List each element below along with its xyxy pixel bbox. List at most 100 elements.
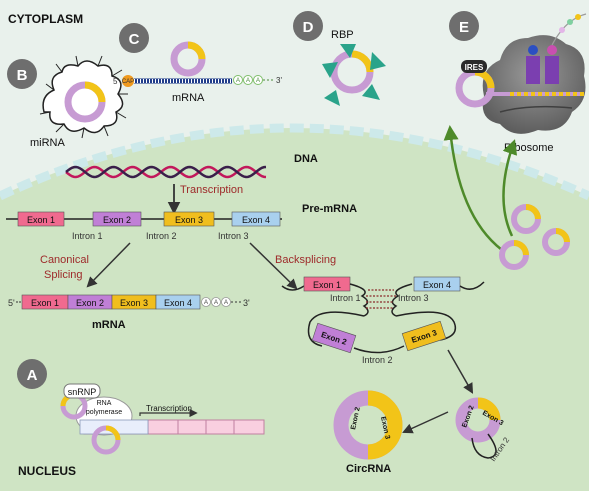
rbp-protein-3 xyxy=(362,84,380,100)
trna-2 xyxy=(545,56,559,84)
mrna-exon-3-label: Exon 3 xyxy=(120,298,148,308)
mrna-a1: A xyxy=(236,78,240,84)
circrna-exon-2-label: Exon 2 xyxy=(350,406,362,430)
mrna-exon-2-label: Exon 2 xyxy=(76,298,104,308)
badge-c-letter: C xyxy=(129,31,140,48)
polymerase-label-1: RNA xyxy=(97,400,112,407)
bs-right-loop xyxy=(395,311,457,341)
polymerase-transcription-label: Transcription xyxy=(146,404,192,413)
peptide-residue-3 xyxy=(575,14,581,20)
dna-label: DNA xyxy=(294,153,318,165)
lariat-intron-loop xyxy=(471,433,497,459)
rbp-label: RBP xyxy=(331,29,354,41)
canonical-3prime: 3' xyxy=(243,298,250,308)
ires-badge xyxy=(461,60,487,73)
canonical-label-2: Splicing xyxy=(44,269,83,281)
polymerase-transcription-arrow xyxy=(139,408,198,418)
canonical-mrna-label: mRNA xyxy=(92,319,126,331)
pre-exon-4-label: Exon 4 xyxy=(242,215,270,225)
pre-exon-3 xyxy=(163,211,215,227)
bs-exon-2: Exon 2 xyxy=(311,322,357,354)
export-circrna-1-exon xyxy=(525,204,541,220)
dna-helix xyxy=(65,165,267,179)
dna-strand-1 xyxy=(65,165,267,179)
bs-complementary-pairing xyxy=(366,289,396,309)
rbp-protein-1 xyxy=(340,44,356,58)
canonical-a3: A xyxy=(224,300,228,306)
rbp-protein-5 xyxy=(322,62,338,78)
pre-exon-2 xyxy=(92,211,142,227)
badge-a: A xyxy=(17,359,47,389)
trna-1 xyxy=(526,56,540,84)
circrna-label: CircRNA xyxy=(346,463,391,475)
pre-intron-2-label: Intron 2 xyxy=(146,231,177,241)
rbp-protein-2 xyxy=(370,52,386,70)
pre-exon-1 xyxy=(17,211,65,227)
cap-label: CAP xyxy=(122,79,134,85)
canonical-5prime: 5' xyxy=(8,298,15,308)
bs-exon-4-label: Exon 4 xyxy=(423,280,451,290)
export-arrow-2 xyxy=(502,139,518,237)
mrna-exon-4 xyxy=(155,294,201,310)
circrna-exon-3-label: Exon 3 xyxy=(379,416,391,440)
circrna-yellow xyxy=(367,390,403,460)
mrna-ring-yellow xyxy=(187,41,206,60)
badge-d-letter: D xyxy=(303,19,314,36)
peptide-residue-2 xyxy=(567,19,573,25)
badge-b: B xyxy=(7,59,37,89)
mirna-complex xyxy=(39,55,128,139)
badge-e: E xyxy=(449,11,479,41)
canonical-a2: A xyxy=(214,300,218,306)
argonaute-protein xyxy=(42,60,124,134)
peptide-residue-1 xyxy=(559,27,565,33)
mrna-exon-1-label: Exon 1 xyxy=(31,298,59,308)
canonical-poly-a: A A A xyxy=(201,297,242,307)
bs-left-loop xyxy=(307,311,365,347)
cytoplasm-label: CYTOPLASM xyxy=(8,12,83,26)
mrna-5prime: 5' xyxy=(113,77,119,86)
canonical-label-1: Canonical xyxy=(40,254,89,266)
export-circrna-3-exon xyxy=(555,228,570,243)
pre-intron-3-label: Intron 3 xyxy=(218,231,249,241)
export-circrna-2-exon xyxy=(513,240,529,256)
backsplicing-arrow xyxy=(249,242,298,290)
amino-acid-1 xyxy=(528,45,538,55)
bs-intron-3-label: Intron 3 xyxy=(398,293,429,303)
pre-mrna-label: Pre-mRNA xyxy=(302,203,357,215)
pre-exon-2-label: Exon 2 xyxy=(103,215,131,225)
mrna-c-label: mRNA xyxy=(172,92,205,104)
bs-intron-1-label: Intron 1 xyxy=(330,293,361,303)
ribosome-subunit-groove xyxy=(499,105,573,113)
bs-downstream-intron xyxy=(459,281,485,290)
mirna-ring-yellow xyxy=(84,81,106,103)
mrna-a3: A xyxy=(256,78,260,84)
bs-upstream-intron xyxy=(281,285,305,291)
nuclear-envelope xyxy=(0,123,589,201)
canonical-a1: A xyxy=(204,300,208,306)
cap-icon xyxy=(122,75,134,87)
badge-e-letter: E xyxy=(459,19,469,36)
nucleus-label: NUCLEUS xyxy=(18,464,76,478)
mrna-poly-a: A A A xyxy=(233,75,275,85)
mrna-3prime: 3' xyxy=(276,76,282,85)
canonical-arrow xyxy=(86,242,131,288)
mirna-label: miRNA xyxy=(30,137,65,149)
pre-exon-1-label: Exon 1 xyxy=(27,215,55,225)
badge-b-letter: B xyxy=(17,67,28,84)
snrnp-label: snRNP xyxy=(68,387,97,397)
pre-exon-4 xyxy=(231,211,281,227)
bs-exon-1-label: Exon 1 xyxy=(313,280,341,290)
amino-acid-2 xyxy=(547,45,557,55)
transcription-label: Transcription xyxy=(180,184,243,196)
ribosome-body xyxy=(482,35,586,134)
export-arrow-1 xyxy=(443,125,503,251)
ires-label: IRES xyxy=(465,63,484,72)
pre-exon-3-label: Exon 3 xyxy=(175,215,203,225)
lariat-yellow xyxy=(477,397,501,421)
circrna-arrow xyxy=(402,411,449,434)
bs-exon-3: Exon 3 xyxy=(401,320,447,352)
pre-intron-1-label: Intron 1 xyxy=(72,231,103,241)
rbp-protein-4 xyxy=(324,90,340,106)
